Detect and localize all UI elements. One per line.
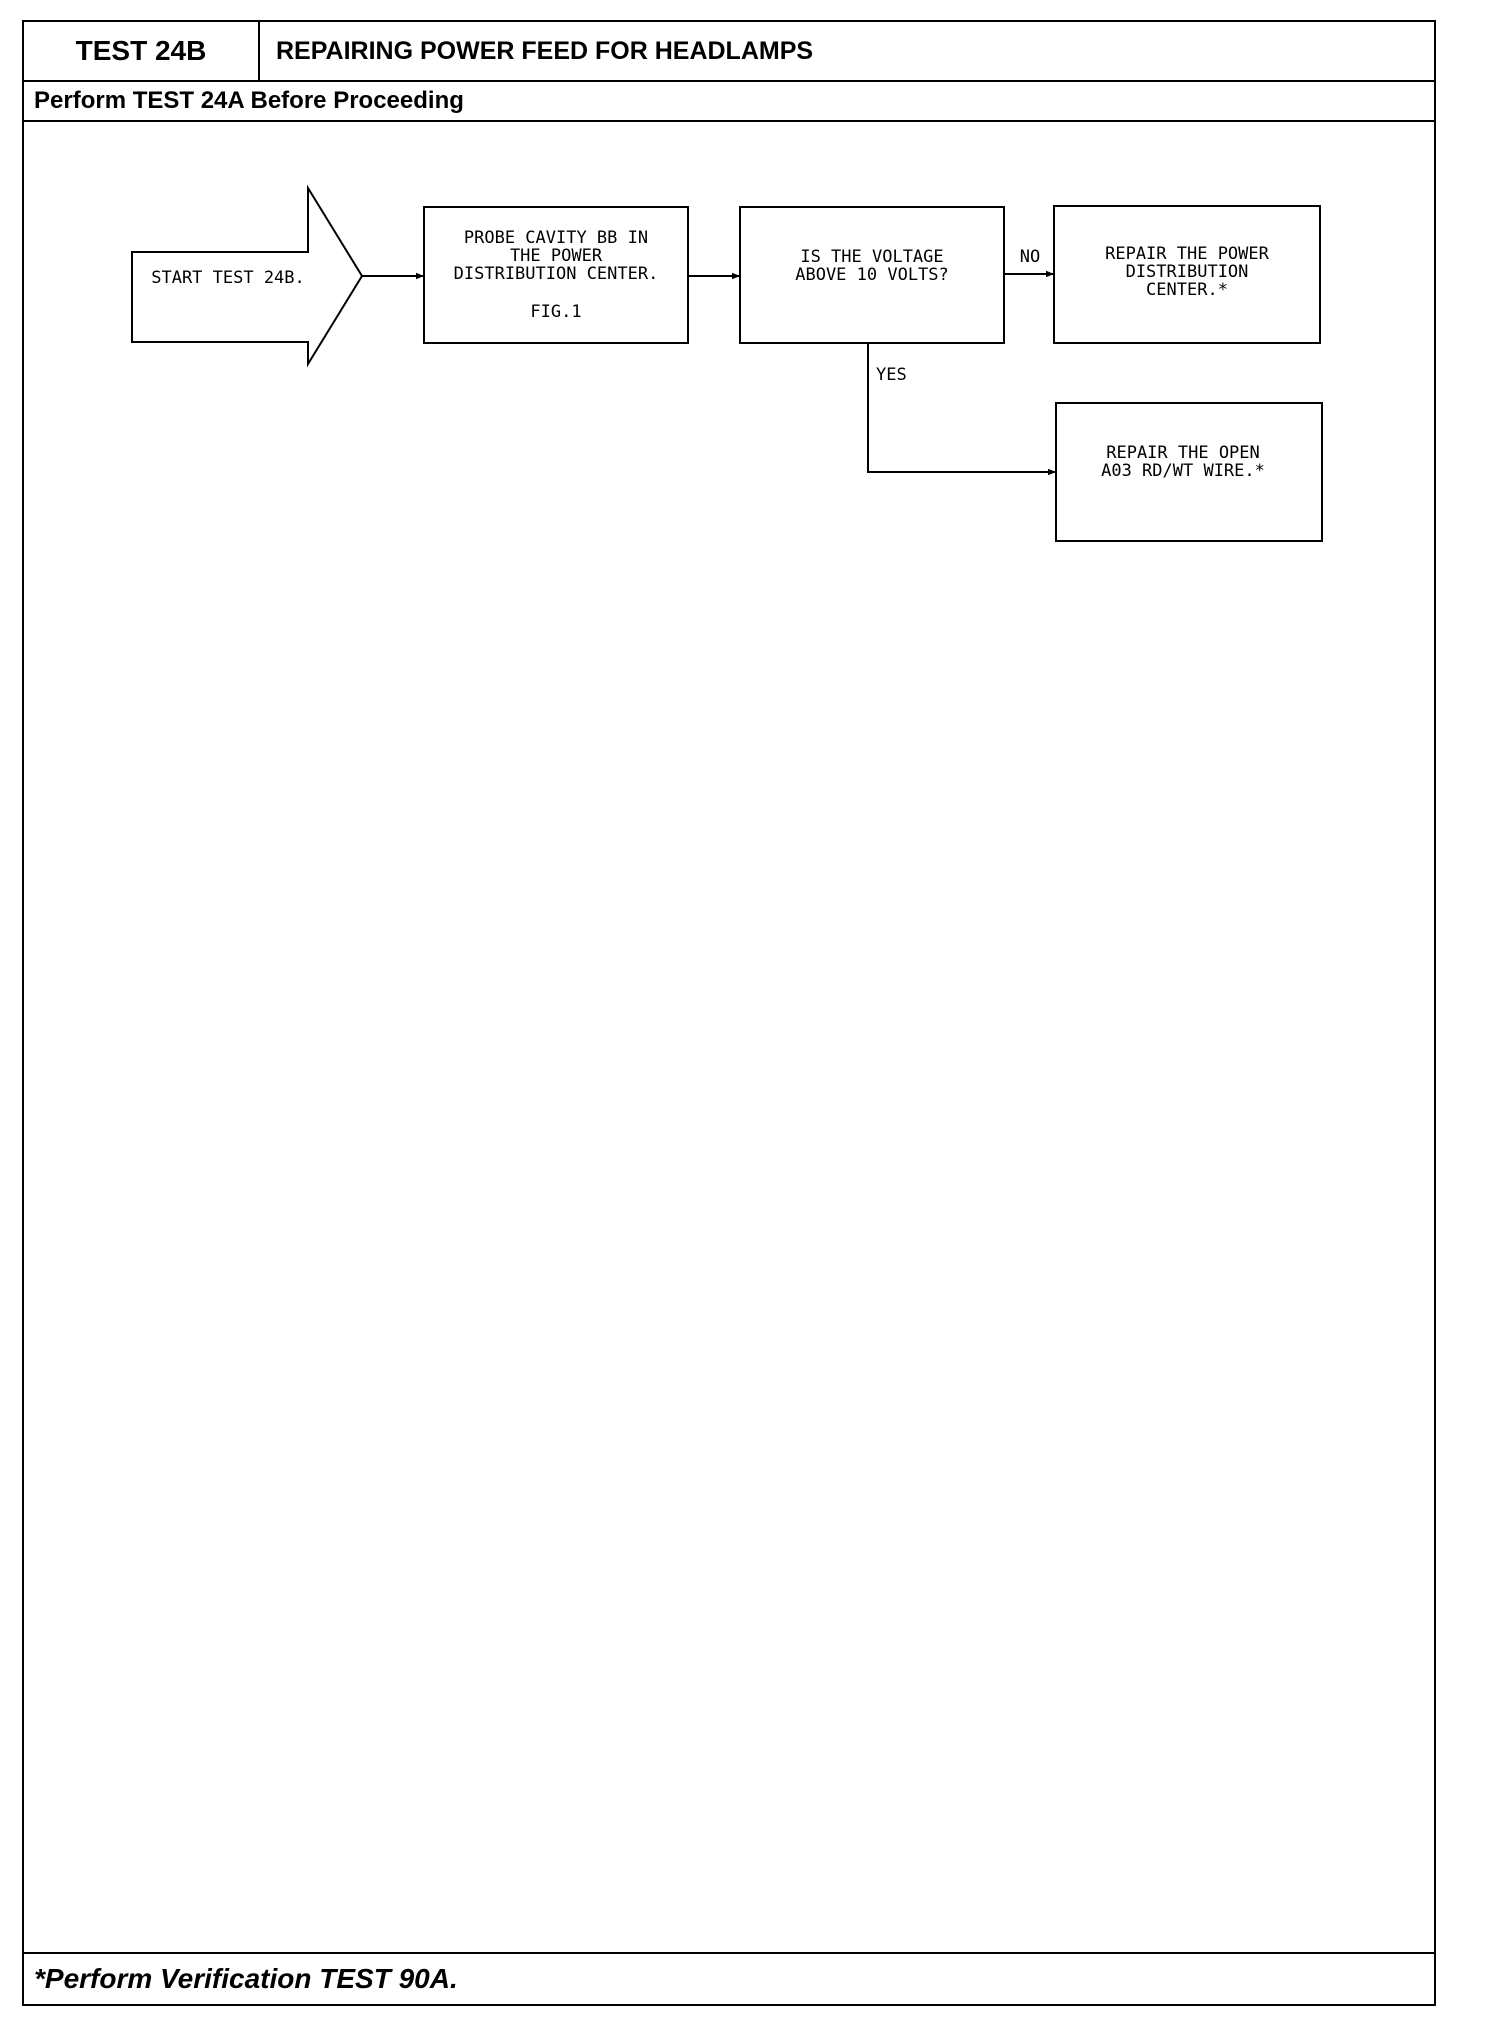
test-id: TEST 24B bbox=[24, 22, 260, 80]
connector-yes bbox=[867, 343, 1056, 476]
test-page: TEST 24B REPAIRING POWER FEED FOR HEADLA… bbox=[22, 20, 1436, 2006]
result-no-line1: REPAIR THE POWER bbox=[1105, 244, 1270, 264]
result-no-line2: DISTRIBUTION bbox=[1126, 262, 1249, 282]
decision-line2: ABOVE 10 VOLTS? bbox=[795, 265, 949, 285]
step1-ref: FIG.1 bbox=[530, 302, 581, 322]
step1-line2: THE POWER bbox=[510, 246, 603, 266]
result-yes-line1: REPAIR THE OPEN bbox=[1106, 443, 1260, 463]
step1-line3: DISTRIBUTION CENTER. bbox=[454, 264, 659, 284]
step1-box bbox=[423, 206, 689, 344]
result-yes-box bbox=[1055, 402, 1323, 542]
footer-note: *Perform Verification TEST 90A. bbox=[24, 1952, 1434, 2004]
prerequisite-note: Perform TEST 24A Before Proceeding bbox=[24, 82, 1434, 122]
start-label: START TEST 24B. bbox=[151, 268, 305, 288]
header-row: TEST 24B REPAIRING POWER FEED FOR HEADLA… bbox=[24, 22, 1434, 82]
result-no-line3: CENTER.* bbox=[1146, 280, 1228, 300]
test-title: REPAIRING POWER FEED FOR HEADLAMPS bbox=[276, 36, 814, 65]
start-node bbox=[131, 184, 364, 368]
result-yes-line2: A03 RD/WT WIRE.* bbox=[1101, 461, 1265, 481]
result-no-box bbox=[1053, 205, 1321, 344]
decision-line1: IS THE VOLTAGE bbox=[800, 247, 943, 267]
edge-no-label: NO bbox=[1020, 247, 1040, 267]
decision-box bbox=[739, 206, 1005, 344]
edge-yes-label: YES bbox=[876, 365, 907, 385]
step1-line1: PROBE CAVITY BB IN bbox=[464, 228, 648, 248]
